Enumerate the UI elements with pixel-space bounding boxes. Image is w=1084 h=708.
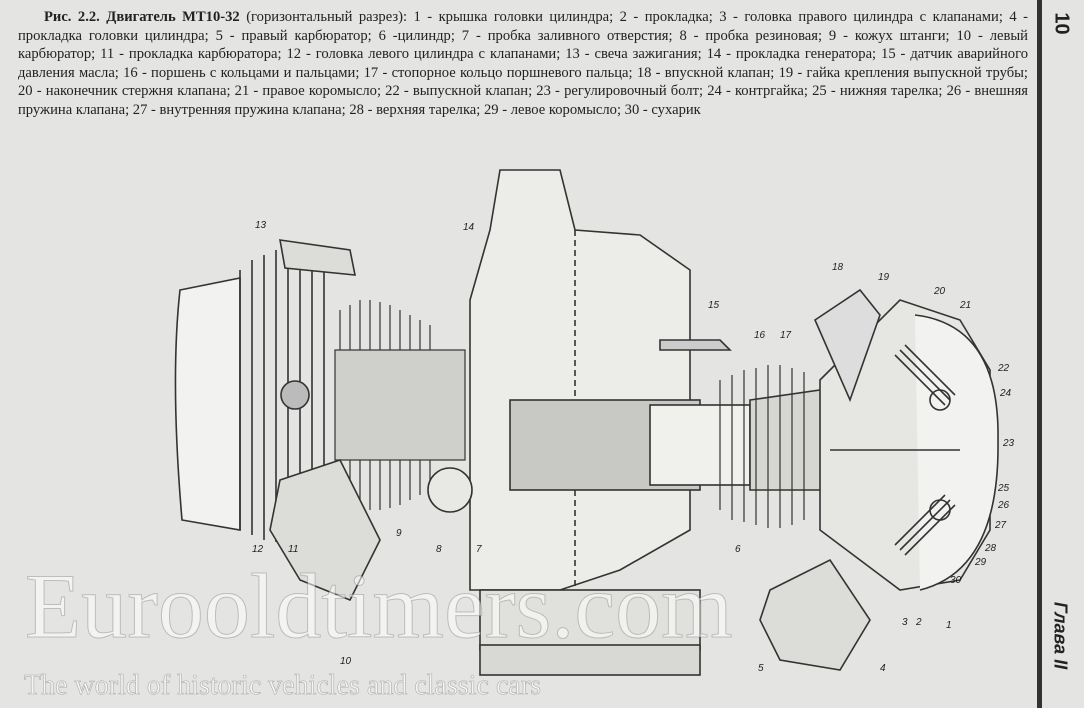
callout-11: 11 xyxy=(288,544,299,555)
watermark-tagline: The world of historic vehicles and class… xyxy=(24,670,542,701)
callout-28: 28 xyxy=(985,543,997,554)
engine-cross-section-drawing xyxy=(174,169,999,676)
callout-24: 24 xyxy=(1000,388,1012,399)
intake-pipe xyxy=(813,288,881,403)
margin-rule xyxy=(1037,0,1042,708)
page-number: 10 xyxy=(1050,12,1073,35)
callout-21: 21 xyxy=(960,300,972,311)
figure-title: Рис. 2.2. Двигатель МТ10-32 xyxy=(44,9,240,25)
callout-1: 1 xyxy=(946,620,952,631)
chapter-label: Глава II xyxy=(1050,601,1071,670)
callout-27: 27 xyxy=(995,520,1007,531)
callout-10: 10 xyxy=(340,656,352,667)
callout-13: 13 xyxy=(255,220,267,231)
callout-17: 17 xyxy=(780,330,792,341)
left-carburetor xyxy=(269,459,381,602)
figure-caption: Рис. 2.2. Двигатель МТ10-32 (горизонталь… xyxy=(18,8,1028,120)
callout-5: 5 xyxy=(758,663,764,674)
callout-20: 20 xyxy=(934,286,946,297)
right-carburetor xyxy=(759,558,871,671)
callout-9: 9 xyxy=(396,528,402,539)
callout-25: 25 xyxy=(998,483,1010,494)
callout-6: 6 xyxy=(735,544,741,555)
callout-8: 8 xyxy=(436,544,442,555)
valve-springs-upper xyxy=(894,344,956,406)
spark-plug xyxy=(279,239,356,276)
callout-7: 7 xyxy=(476,544,482,555)
left-head-cover xyxy=(174,277,241,531)
watermark-site: Eurooldtimers.com xyxy=(25,555,734,657)
callout-22: 22 xyxy=(998,363,1010,374)
callout-15: 15 xyxy=(708,300,720,311)
callout-26: 26 xyxy=(998,500,1010,511)
callout-12: 12 xyxy=(252,544,264,555)
callout-3: 3 xyxy=(902,617,908,628)
callout-14: 14 xyxy=(463,222,475,233)
callout-18: 18 xyxy=(832,262,844,273)
left-cylinder-fins xyxy=(334,300,466,510)
figure-legend: (горизонтальный разрез): 1 - крышка голо… xyxy=(18,9,1028,118)
callout-29: 29 xyxy=(975,557,987,568)
callout-30: 30 xyxy=(950,575,962,586)
callout-23: 23 xyxy=(1003,438,1015,449)
callout-4: 4 xyxy=(880,663,886,674)
right-head-cover xyxy=(914,314,999,591)
callout-19: 19 xyxy=(878,272,890,283)
callout-2: 2 xyxy=(916,617,922,628)
crankcase xyxy=(469,169,691,591)
callout-16: 16 xyxy=(754,330,766,341)
oil-pressure-sensor xyxy=(659,339,732,351)
valve-springs-lower xyxy=(894,494,956,556)
right-cylinder-fins xyxy=(719,365,805,528)
